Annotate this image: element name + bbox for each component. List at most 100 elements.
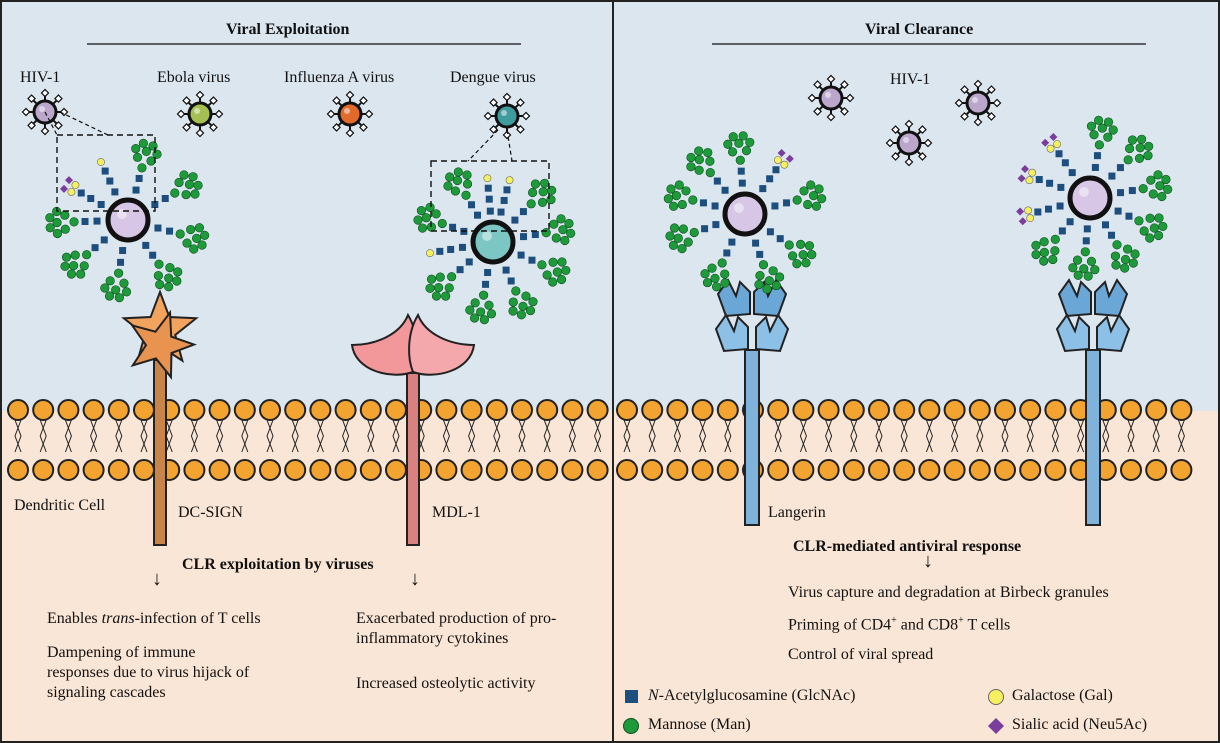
glcnac-block: [721, 186, 729, 194]
left-lipid-tail: [241, 419, 246, 453]
mannose-dot: [173, 267, 183, 277]
mannose-dot: [146, 156, 156, 166]
influenza-small-spike-tip: [345, 90, 355, 100]
mannose-dot: [689, 227, 699, 238]
right-lipid-head: [918, 399, 941, 421]
right-lipid-tail: [702, 419, 707, 453]
left-lipid-head: [485, 399, 508, 421]
right-lipid-tail: [828, 419, 833, 453]
ebola-small-spike-tip: [195, 90, 205, 100]
mannose-dot: [421, 213, 431, 223]
mannose-dot: [806, 180, 816, 190]
dc-sign-stalk: [153, 359, 167, 546]
right-hiv-b-glycan-shell: [1016, 115, 1173, 281]
mannose-dot: [1155, 181, 1165, 191]
right-lipid-head: [1145, 459, 1168, 481]
glcnac-block: [517, 251, 525, 259]
ebola-small-spike-tip: [209, 96, 218, 105]
dc-sign-crd: [129, 309, 197, 380]
glcnac-block: [97, 201, 105, 208]
left-lipid-head: [586, 399, 609, 421]
right-lipid-tail: [1155, 419, 1160, 453]
mannose-dot: [521, 291, 531, 301]
mannose-dot: [1080, 247, 1090, 257]
hiv1-right-small-3-virion: [896, 130, 922, 156]
right-lipid-head: [792, 459, 815, 481]
mannose-dot: [1031, 240, 1041, 250]
glcnac-block: [1091, 163, 1099, 171]
left-lipid-head: [561, 459, 584, 481]
left-lipid-head: [233, 399, 256, 421]
mannose-dot: [741, 146, 752, 156]
right-lipid-tail: [699, 419, 704, 453]
mannose-dot: [538, 187, 548, 197]
left-lipid-tail: [118, 419, 123, 453]
glcnac-block: [1057, 183, 1065, 191]
mannose-dot: [462, 170, 472, 180]
mannose-dot: [100, 283, 110, 293]
legend-sialic-label: Sialic acid (Neu5Ac): [1012, 716, 1148, 733]
right-lipid-head: [767, 459, 790, 481]
mannose-dot: [1090, 265, 1100, 275]
right-panel-title: Viral Clearance: [865, 21, 974, 38]
glcnac-block: [511, 216, 519, 224]
mannose-dot: [705, 168, 715, 178]
left-lipid-tail: [319, 419, 324, 453]
mannose-dot: [425, 202, 435, 212]
mannose-dot: [796, 239, 806, 250]
mannose-dot: [1137, 134, 1147, 144]
galactose-dot: [426, 249, 434, 258]
mannose-dot: [426, 274, 437, 284]
left-lipid-head: [32, 459, 55, 481]
legend-mannose-label: Mannose (Man): [648, 716, 751, 733]
mannose-dot: [768, 266, 778, 276]
mannose-dot: [694, 165, 704, 175]
right-lipid-head: [716, 399, 739, 421]
left-outcome-cytokines-1: Exacerbated production of pro-: [356, 610, 557, 627]
mannose-dot: [60, 261, 70, 271]
right-lipid-head: [817, 459, 840, 481]
glcnac-block: [783, 199, 791, 207]
influenza-small-virion-highlight: [344, 108, 350, 114]
mannose-dot: [1135, 143, 1145, 153]
left-outcome-dampening-2: responses due to virus hijack of: [47, 664, 250, 681]
right-outcome-heading: CLR-mediated antiviral response: [793, 538, 1022, 555]
glcnac-block: [1117, 189, 1125, 197]
right-lipid-head: [943, 459, 966, 481]
mannose-dot: [798, 250, 808, 260]
glcnac-block: [738, 179, 746, 187]
left-lipid-head: [435, 399, 458, 421]
mannose-dot: [1068, 263, 1078, 273]
legend-galactose-label: Galactose (Gal): [1012, 687, 1113, 704]
right-lipid-head: [691, 399, 714, 421]
hiv1-right-small-2-spike-tip: [954, 98, 964, 108]
left-lipid-head: [233, 459, 256, 481]
mannose-dot: [141, 146, 151, 157]
mannose-dot: [525, 305, 536, 316]
glcnac-block: [135, 174, 143, 182]
right-lipid-tail: [979, 419, 984, 453]
left-lipid-head: [309, 399, 332, 421]
left-lipid-tail: [244, 419, 249, 453]
hiv1-right-small-1-spike-tip: [840, 80, 849, 89]
mannose-dot: [1127, 135, 1138, 145]
glcnac-block: [100, 236, 108, 244]
glcnac-block: [149, 251, 157, 259]
right-lipid-tail: [951, 419, 956, 453]
sialic-acid-diamond: [1049, 132, 1058, 141]
mannose-dot: [200, 230, 210, 240]
left-outcome-heading: CLR exploitation by viruses: [182, 556, 374, 573]
hiv1-right-small-1-spike-tip: [826, 112, 836, 122]
right-lipid-tail: [651, 419, 656, 453]
glcnac-block: [759, 185, 767, 193]
hiv1-small-spike-tip: [40, 88, 50, 98]
mannose-dot: [52, 217, 62, 228]
glcnac-block: [776, 235, 784, 243]
galactose-dot: [1025, 176, 1034, 185]
influenza-small-spike-tip: [359, 96, 368, 105]
mannose-dot: [720, 269, 730, 279]
mannose-dot: [727, 147, 738, 157]
hiv1-right-small-1-spike-tip: [813, 80, 822, 89]
mannose-dot: [1094, 140, 1104, 150]
mannose-dot: [702, 277, 713, 288]
